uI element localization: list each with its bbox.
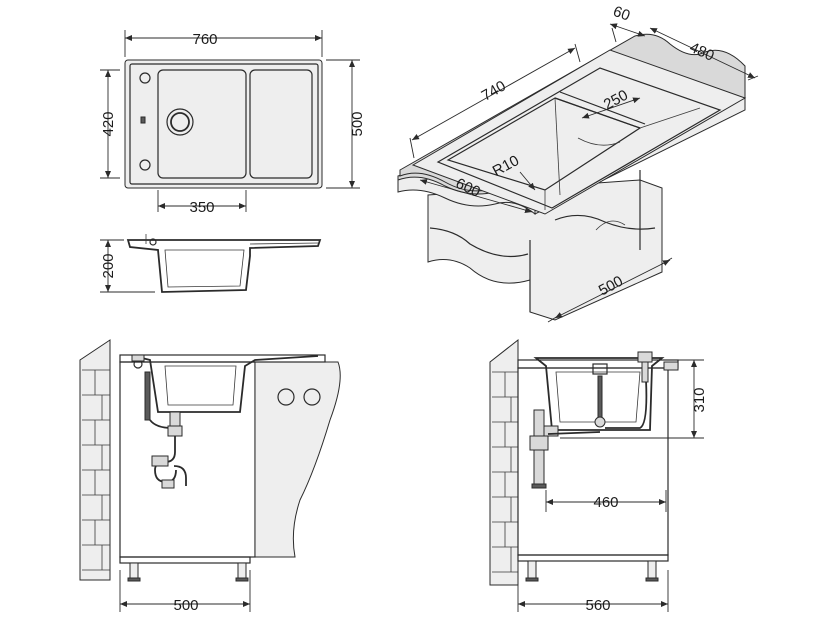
drain-icon — [166, 108, 194, 136]
dim-560-label: 560 — [585, 597, 610, 614]
dim-350-label: 350 — [189, 199, 214, 216]
dim-310-label: 310 — [691, 387, 708, 412]
side-install-view: 310 460 560 — [489, 338, 708, 614]
sink-outline — [124, 59, 323, 189]
overflow-hole-icon — [139, 159, 151, 171]
isometric-view: 60 480 740 250 R10 600 500 — [397, 3, 759, 323]
dim-500-label: 500 — [349, 111, 366, 136]
knob-icon — [277, 388, 295, 406]
bowl-outline — [157, 69, 247, 179]
dim-front-500-label: 500 — [173, 597, 198, 614]
knob-icon — [303, 388, 321, 406]
tap-hole-icon — [139, 72, 151, 84]
dim-460-label: 460 — [593, 494, 618, 511]
dim-740-label: 740 — [479, 77, 509, 104]
dim-420-label: 420 — [100, 111, 117, 136]
drainer-outline — [249, 69, 313, 179]
top-view: 760 420 500 350 — [100, 30, 366, 216]
front-install-view: 500 — [79, 339, 341, 614]
dim-200-label: 200 — [100, 253, 117, 278]
dim-760-label: 760 — [192, 31, 217, 48]
section-view: 200 — [100, 234, 322, 293]
dim-60-label: 60 — [611, 3, 632, 25]
